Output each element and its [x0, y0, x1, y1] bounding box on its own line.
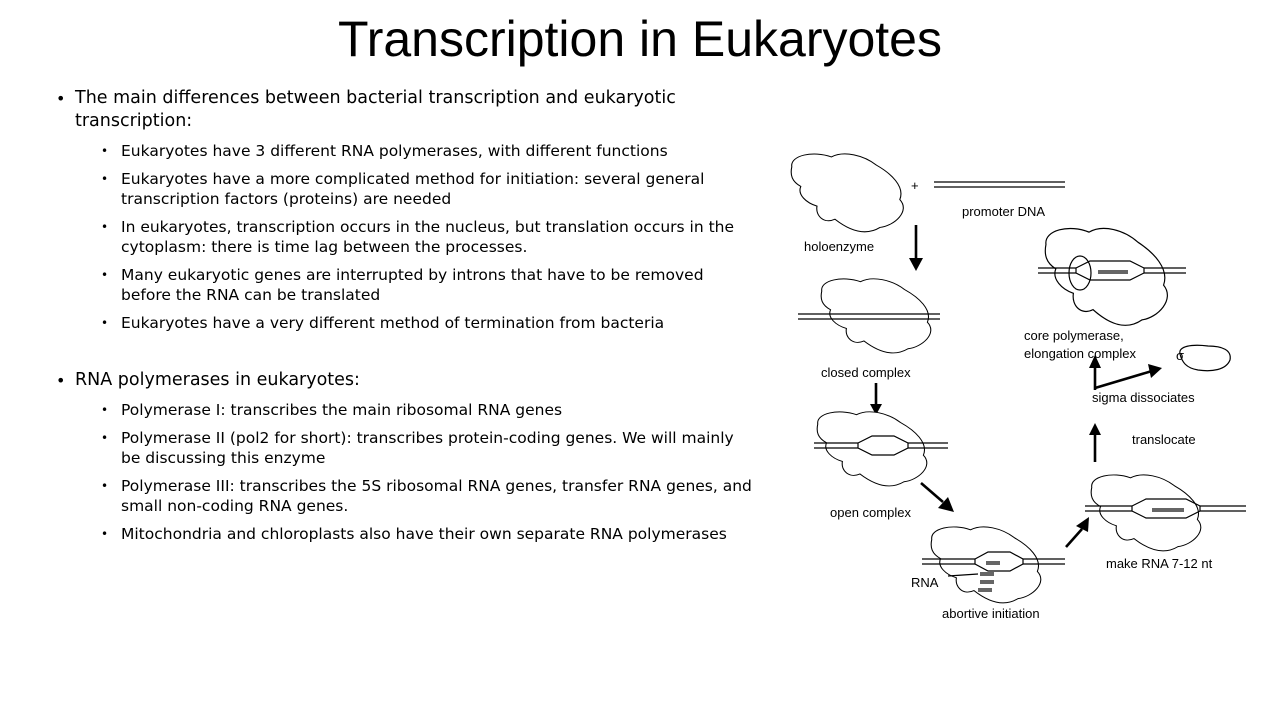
make-rna-label: make RNA 7-12 nt	[1106, 556, 1213, 571]
core-polymerase-label-line1: core polymerase,	[1024, 328, 1124, 343]
promoter-dna-shape	[934, 181, 1065, 188]
holoenzyme-label: holoenzyme	[804, 239, 874, 254]
abortive-initiation-shape	[922, 526, 1065, 604]
section2-point: Polymerase II (pol2 for short): transcri…	[56, 428, 756, 468]
open-complex-shape	[814, 411, 948, 487]
arrow-up-2	[1089, 355, 1101, 390]
arrow-down-2	[870, 383, 882, 415]
section1-point: Many eukaryotic genes are interrupted by…	[56, 265, 756, 305]
section2-point: Polymerase III: transcribes the 5S ribos…	[56, 476, 756, 516]
translocate-label: translocate	[1132, 432, 1196, 447]
sigma-symbol: σ	[1176, 348, 1184, 363]
closed-complex-shape	[798, 278, 940, 354]
transcription-cycle-diagram: + promoter DNA holoenzyme closed complex…	[790, 153, 1246, 621]
slide-body: The main differences between bacterial t…	[56, 87, 756, 544]
sigma-factor-shape	[1179, 344, 1231, 372]
section1-point: Eukaryotes have a very different method …	[56, 313, 756, 333]
core-polymerase-label-line2: elongation complex	[1024, 346, 1137, 361]
arrow-up-1	[1089, 423, 1101, 462]
plus-sign: +	[911, 178, 919, 193]
sigma-arrow	[1094, 364, 1162, 390]
section2-point: Polymerase I: transcribes the main ribos…	[56, 400, 756, 420]
arrow-down-1	[909, 225, 923, 271]
holoenzyme-shape	[790, 153, 904, 233]
open-complex-label: open complex	[830, 505, 911, 520]
section1-point: In eukaryotes, transcription occurs in t…	[56, 217, 756, 257]
rna-label: RNA	[911, 575, 939, 590]
section1-point: Eukaryotes have a more complicated metho…	[56, 169, 756, 209]
section2-heading: RNA polymerases in eukaryotes:	[56, 369, 756, 392]
closed-complex-label: closed complex	[821, 365, 911, 380]
arrow-diag-1	[920, 482, 954, 512]
slide-title: Transcription in Eukaryotes	[338, 11, 942, 67]
section1-heading: The main differences between bacterial t…	[56, 87, 756, 133]
promoter-dna-label: promoter DNA	[962, 204, 1045, 219]
core-polymerase-shape	[1038, 227, 1186, 326]
sigma-dissociates-label: sigma dissociates	[1092, 390, 1195, 405]
arrow-diag-2	[1065, 517, 1089, 548]
section1-point: Eukaryotes have 3 different RNA polymera…	[56, 141, 756, 161]
section2-point: Mitochondria and chloroplasts also have …	[56, 524, 756, 544]
abortive-initiation-label: abortive initiation	[942, 606, 1040, 621]
make-rna-shape	[1085, 474, 1246, 552]
